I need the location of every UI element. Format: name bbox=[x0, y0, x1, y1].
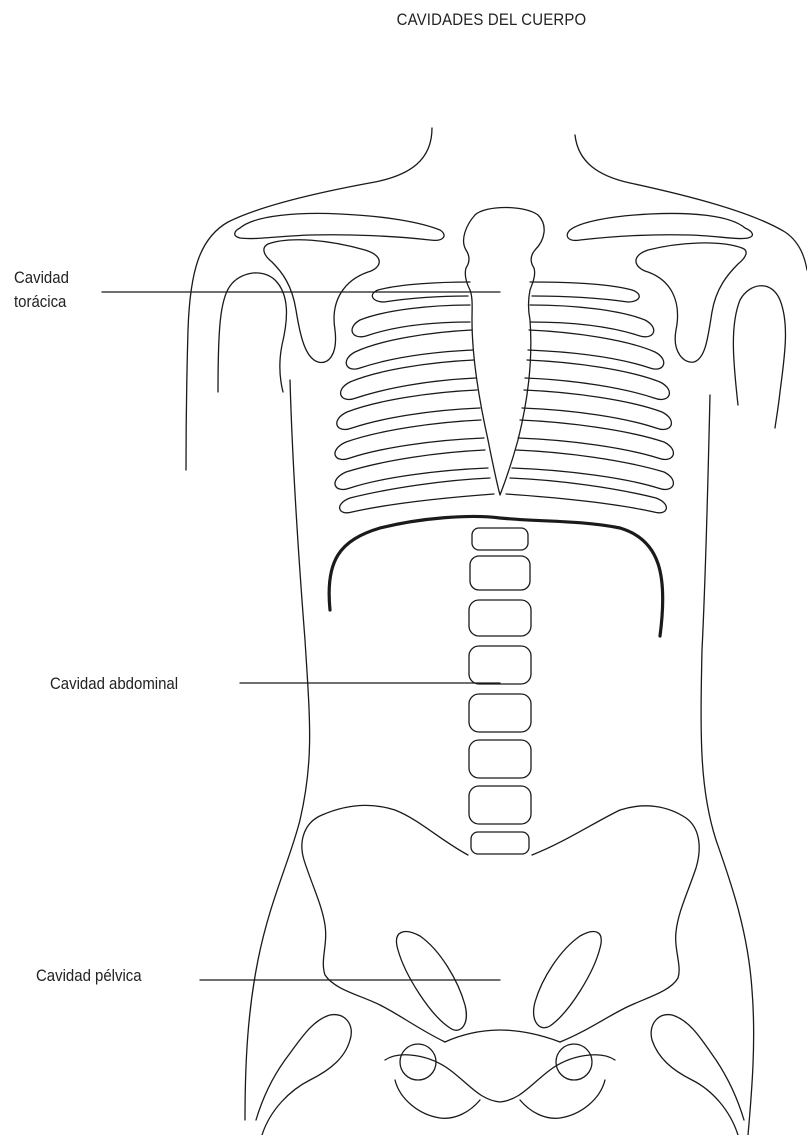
scapula-left bbox=[264, 240, 379, 363]
vertebra-2 bbox=[470, 556, 530, 590]
foramen-right bbox=[556, 1044, 592, 1080]
rib-right-3 bbox=[528, 330, 664, 369]
vertebra-5 bbox=[469, 694, 531, 732]
vertebra-8 bbox=[471, 832, 529, 854]
vertebra-6 bbox=[469, 740, 531, 778]
body-outline-right bbox=[575, 135, 807, 270]
pelvis-right-wing bbox=[532, 806, 699, 1042]
scapula-right bbox=[636, 243, 746, 362]
vertebra-7 bbox=[469, 786, 531, 824]
clavicle-left bbox=[235, 213, 444, 240]
humerus-left bbox=[218, 273, 286, 392]
humerus-right bbox=[733, 286, 785, 428]
body-outline-right-trunk bbox=[701, 395, 754, 1135]
rib-left-8 bbox=[340, 478, 494, 513]
clavicle-right bbox=[567, 213, 752, 240]
vertebra-4 bbox=[469, 646, 531, 684]
rib-left-4 bbox=[341, 360, 476, 399]
vertebra-1 bbox=[472, 528, 528, 550]
rib-left-2 bbox=[352, 305, 470, 337]
diaphragm bbox=[329, 516, 663, 636]
rib-right-1 bbox=[530, 282, 639, 302]
femur-right bbox=[651, 1015, 744, 1135]
femur-left bbox=[256, 1015, 351, 1135]
rib-left-5 bbox=[337, 390, 480, 429]
sternum bbox=[464, 208, 545, 496]
ischium-right bbox=[520, 1080, 605, 1118]
obturator-right bbox=[534, 932, 602, 1028]
rib-right-4 bbox=[525, 360, 669, 399]
body-outline-left-trunk bbox=[245, 380, 310, 1120]
rib-right-2 bbox=[530, 305, 654, 337]
ischium-left bbox=[395, 1080, 480, 1118]
obturator-left bbox=[397, 932, 467, 1031]
vertebra-3 bbox=[469, 600, 531, 636]
pelvis-left-wing bbox=[302, 805, 468, 1042]
foramen-left bbox=[400, 1044, 436, 1080]
sacrum bbox=[445, 1030, 560, 1042]
body-outline-left bbox=[186, 128, 432, 470]
